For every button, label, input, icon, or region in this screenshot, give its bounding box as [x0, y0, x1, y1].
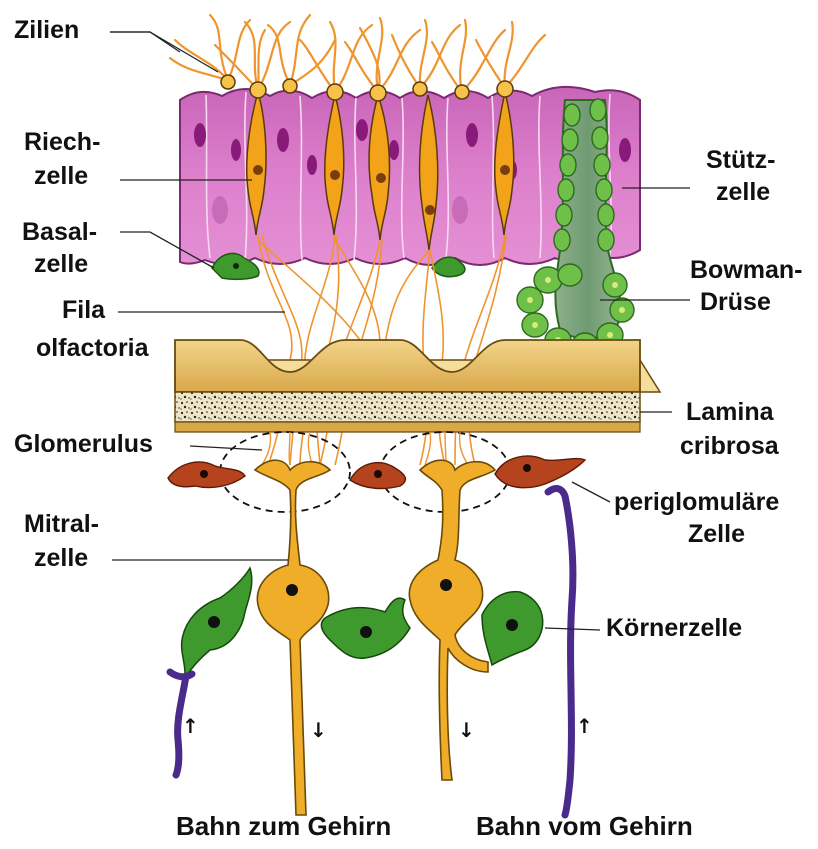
label-riechzelle-line1: Riech-: [24, 128, 100, 157]
label-riechzelle-line2: zelle: [34, 162, 88, 191]
label-bowman-line1: Bowman-: [690, 256, 803, 285]
arrow-up-left: ↑: [182, 712, 199, 741]
label-bahn-vom-gehirn: Bahn vom Gehirn: [476, 812, 693, 841]
arrow-down-right: ↓: [458, 716, 475, 745]
label-glomerulus: Glomerulus: [14, 430, 153, 459]
periglomerular-cells: [168, 456, 585, 488]
label-lamina-line2: cribrosa: [680, 432, 779, 461]
label-mitralzelle-line1: Mitral-: [24, 510, 99, 539]
label-lamina-line1: Lamina: [686, 398, 774, 427]
label-fila-line2: olfactoria: [36, 334, 149, 363]
label-zilien: Zilien: [14, 16, 79, 45]
label-stuetzzelle-line2: zelle: [716, 178, 770, 207]
label-basalzelle-line1: Basal-: [22, 218, 97, 247]
arrow-up-right: ↑: [576, 712, 593, 741]
label-bowman-line2: Drüse: [700, 288, 771, 317]
arrow-down-left: ↓: [310, 716, 327, 745]
lamina-cribrosa: [175, 340, 660, 432]
label-basalzelle-line2: zelle: [34, 250, 88, 279]
label-periglomerulaere-line2: Zelle: [688, 520, 745, 549]
label-fila-line1: Fila: [62, 296, 105, 325]
label-koernerzelle: Körnerzelle: [606, 614, 742, 643]
label-periglomerulaere-line1: periglomuläre: [614, 488, 779, 517]
label-stuetzzelle-line1: Stütz-: [706, 146, 775, 175]
label-mitralzelle-line2: zelle: [34, 544, 88, 573]
label-bahn-zum-gehirn: Bahn zum Gehirn: [176, 812, 391, 841]
